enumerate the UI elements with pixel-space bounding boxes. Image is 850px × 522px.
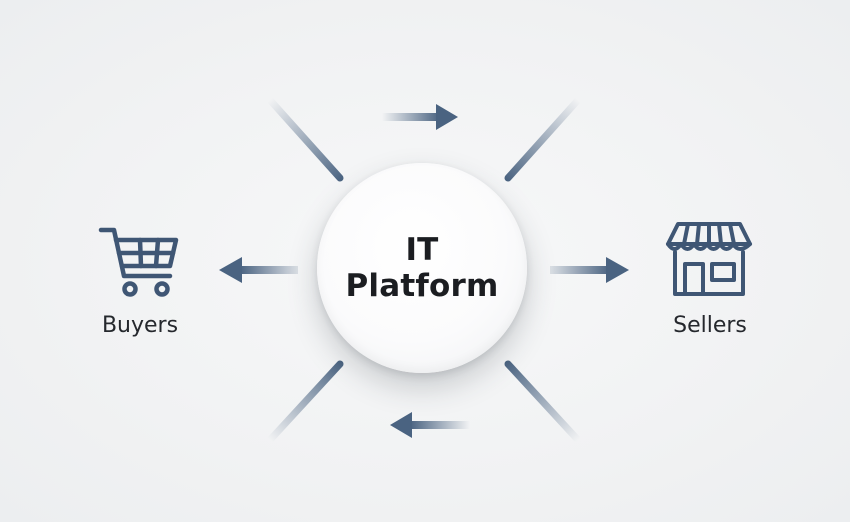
hub-title-line-2: Platform: [345, 268, 499, 304]
ray-lower-right: [504, 360, 582, 444]
arrow-to-sellers: [550, 257, 629, 283]
ray-upper-left: [266, 96, 344, 182]
storefront-icon: [666, 222, 752, 296]
ray-lower-left: [266, 360, 344, 444]
buyers-label: Buyers: [101, 313, 179, 338]
top-arrow-right: [382, 104, 458, 130]
sellers-label: Sellers: [673, 313, 747, 338]
ray-upper-right: [504, 96, 582, 182]
it-platform-hub: IT Platform: [317, 163, 527, 373]
arrow-to-buyers: [219, 257, 298, 283]
bottom-arrow-left: [390, 412, 470, 438]
hub-title-line-1: IT: [405, 232, 439, 268]
shopping-cart-icon: [98, 227, 179, 297]
